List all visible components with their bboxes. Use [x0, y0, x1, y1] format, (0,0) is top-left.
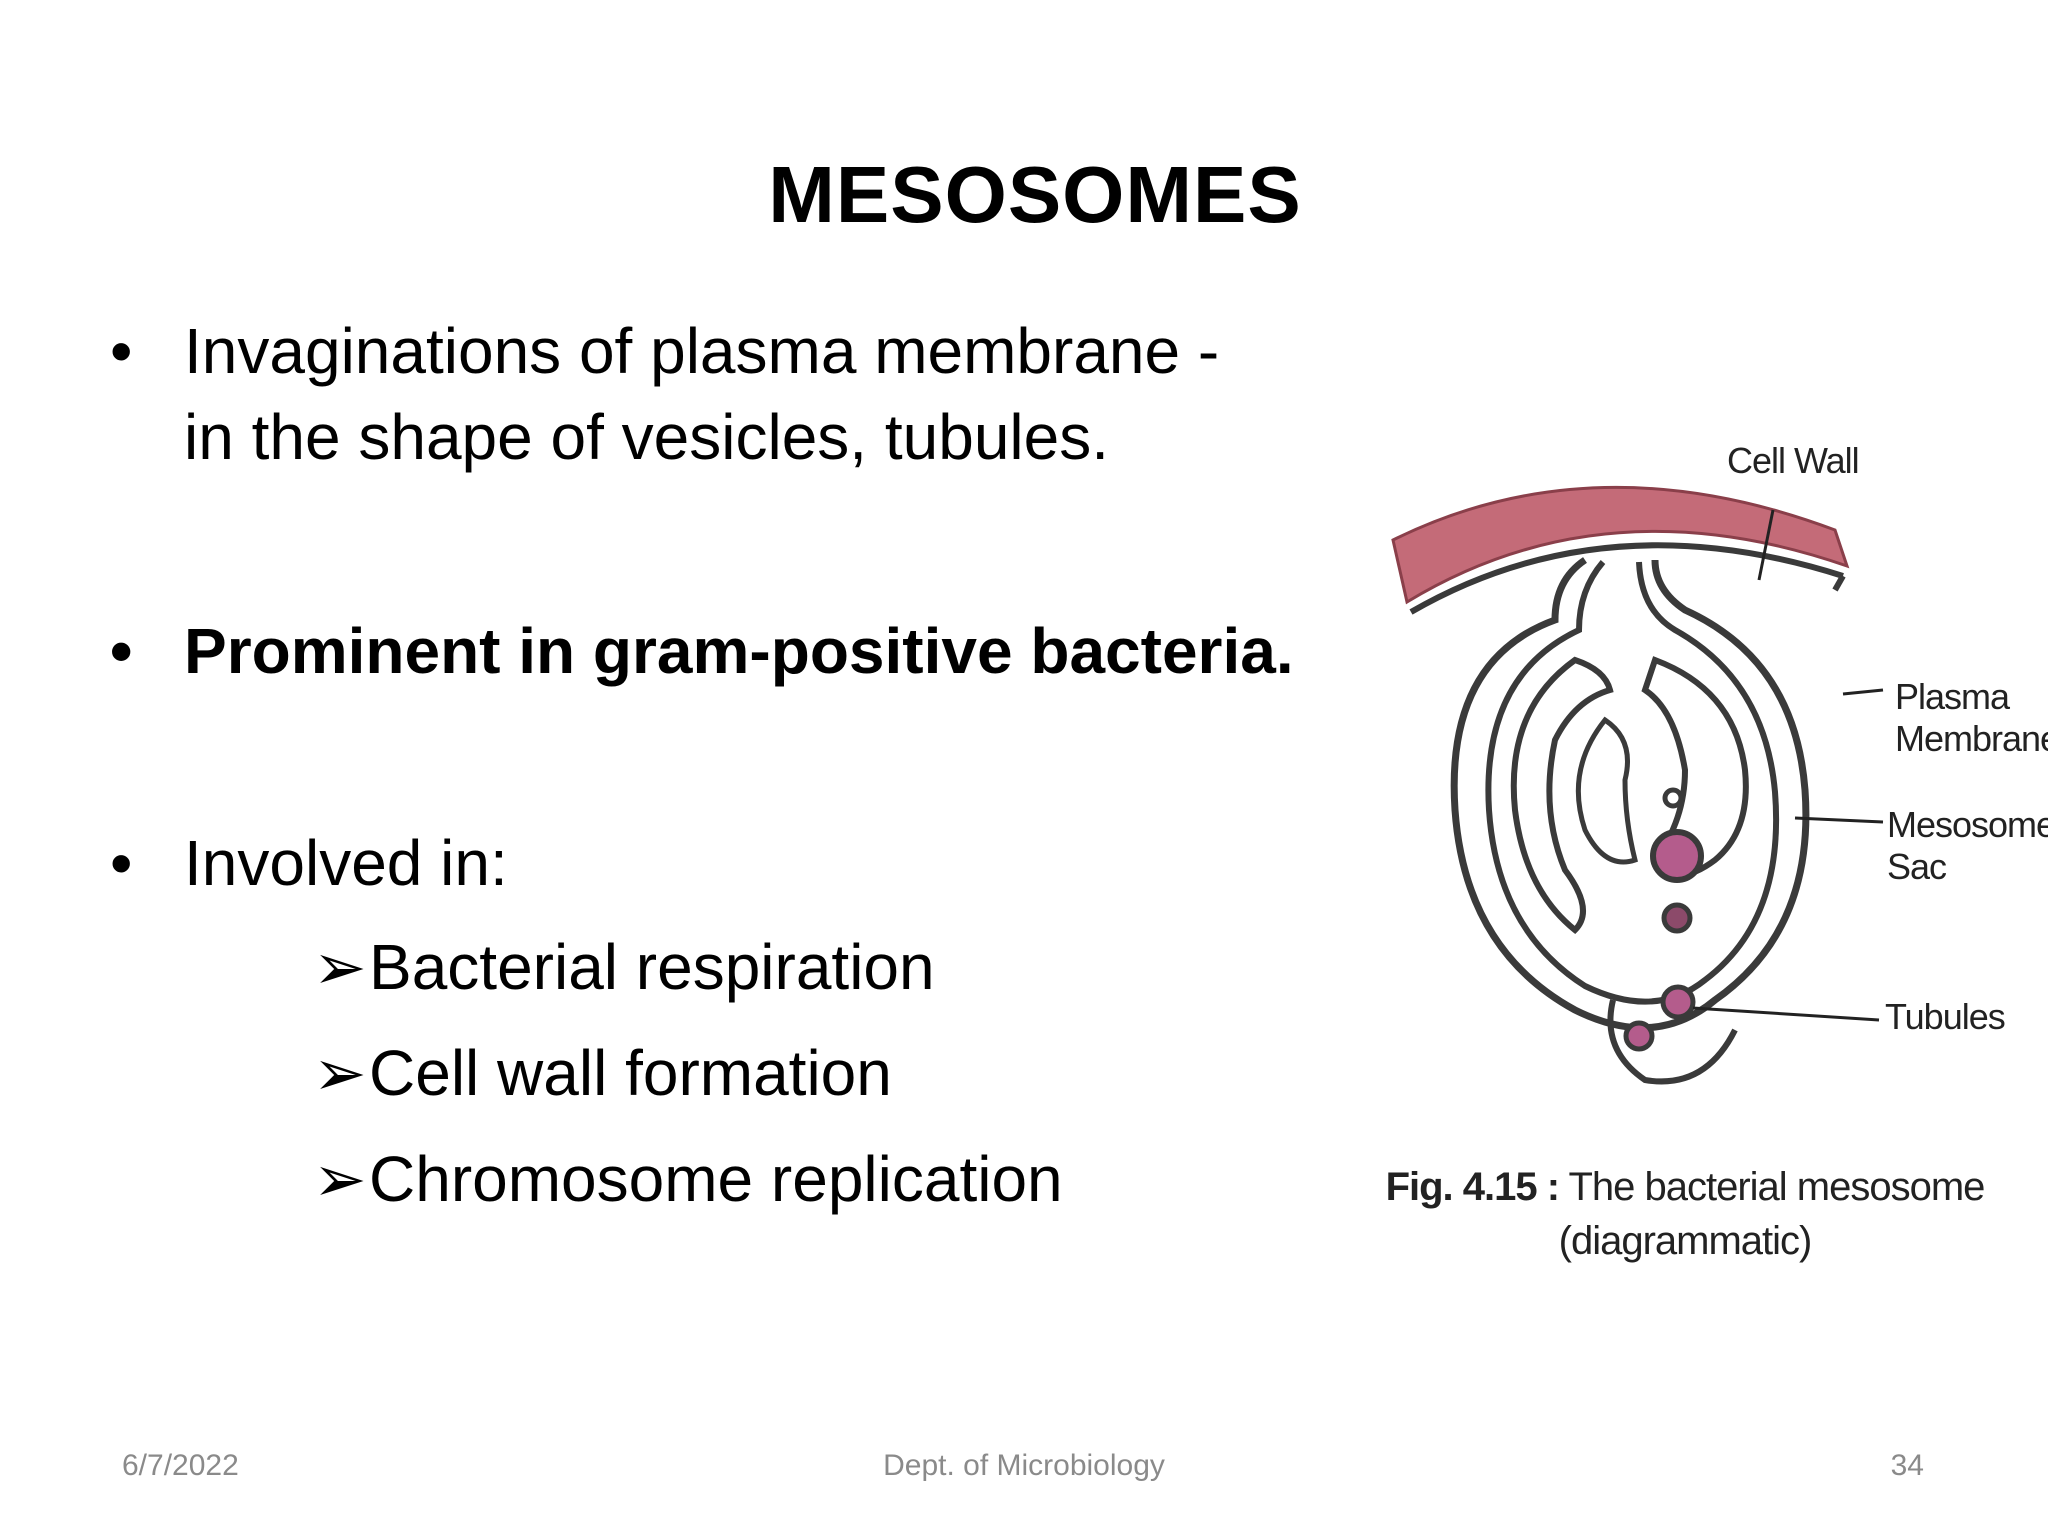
arrow-bullet-icon: ➢: [313, 1037, 367, 1109]
mesosome-sac-outer: [1450, 557, 1810, 1032]
bullet-text-line: Prominent in gram-positive bacteria.: [184, 615, 1294, 687]
mesosome-sac-leader: [1794, 816, 1884, 824]
arrow-bullet-icon: ➢: [313, 931, 367, 1003]
plasma-membrane-label: Plasma Membrane: [1895, 676, 2048, 759]
cell-wall-leader: [1757, 509, 1775, 581]
bullet-text-line: Involved in:: [184, 827, 508, 899]
footer-page-number: 34: [1890, 1449, 1924, 1482]
bullet-icon: •: [110, 615, 133, 687]
bullet-icon: •: [110, 827, 133, 899]
sub-item-respiration: ➢Bacterial respiration: [313, 924, 935, 1010]
mesosome-diagram: [1391, 485, 1884, 1085]
caption-line2: (diagrammatic): [1558, 1219, 1813, 1263]
mesosome-figure: Cell Wall Plasma Membrane Mesosome Sac T…: [1355, 390, 2048, 1330]
mesosome-sac-label: Mesosome Sac: [1887, 804, 2048, 887]
sub-item-text: Bacterial respiration: [369, 931, 935, 1003]
tubule-circle: [1623, 1020, 1655, 1052]
slide-title: MESOSOMES: [768, 150, 1302, 239]
tubules-label: Tubules: [1885, 996, 2006, 1037]
tubule-circle: [1660, 984, 1696, 1020]
bullet-text-line: in the shape of vesicles, tubules.: [184, 401, 1109, 473]
bullet-icon: •: [110, 315, 133, 387]
bullet-text-line: Invaginations of plasma membrane -: [184, 315, 1220, 387]
cell-wall-shape: [1391, 485, 1850, 605]
sub-item-text: Chromosome replication: [369, 1143, 1063, 1215]
vesicle-medium: [1661, 902, 1693, 934]
footer-department: Dept. of Microbiology: [883, 1449, 1165, 1482]
cell-wall-label: Cell Wall: [1727, 440, 1860, 481]
figure-caption: Fig. 4.15 : The bacterial mesosome (diag…: [1355, 1160, 2015, 1268]
caption-text: The bacterial mesosome: [1568, 1165, 1985, 1209]
tubules-leader: [1692, 1006, 1880, 1022]
caption-prefix: Fig. 4.15 :: [1385, 1165, 1560, 1209]
arrow-bullet-icon: ➢: [313, 1143, 367, 1215]
plasma-membrane-shape: [1409, 542, 1844, 615]
sub-item-cell-wall: ➢Cell wall formation: [313, 1030, 892, 1116]
vesicle-small: [1662, 787, 1684, 809]
footer-date: 6/7/2022: [122, 1449, 239, 1482]
vesicle-large: [1650, 829, 1704, 883]
sub-item-chromosome: ➢Chromosome replication: [313, 1136, 1063, 1222]
sub-item-text: Cell wall formation: [369, 1037, 892, 1109]
plasma-membrane-leader: [1842, 688, 1884, 696]
mesosome-inner-fold: [1510, 656, 1614, 935]
